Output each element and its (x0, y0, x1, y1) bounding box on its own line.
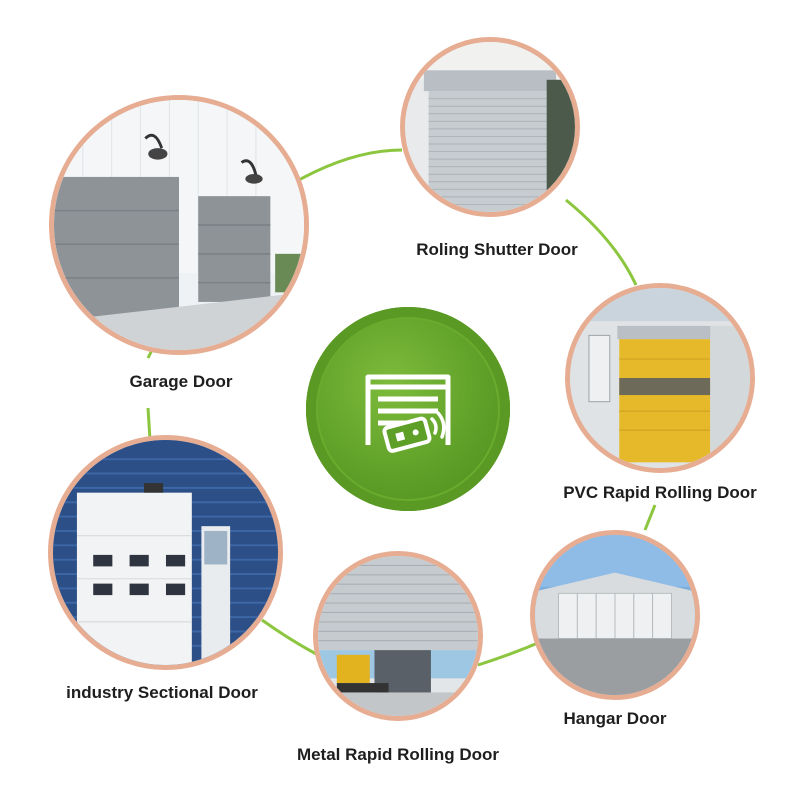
rolling-shutter-door-image (400, 37, 580, 217)
connector-pvc-hangar (643, 504, 657, 531)
connector-sectional-garage (146, 407, 152, 441)
connector-shutter-pvc (565, 198, 638, 286)
metal-rapid-rolling-door-image (313, 551, 483, 721)
center-hub (306, 307, 510, 511)
door-remote-icon (365, 374, 451, 453)
industry-sectional-door-image (48, 435, 283, 670)
label-industry-sectional-door: industry Sectional Door (66, 683, 258, 702)
label-metal-rapid-rolling-door: Metal Rapid Rolling Door (296, 745, 500, 764)
hangar-door-image (530, 530, 700, 700)
label-rolling-shutter-door: Roling Shutter Door (416, 240, 578, 259)
label-garage-door: Garage Door (129, 372, 233, 391)
connector-garage-shutter (289, 148, 403, 187)
garage-door-image (49, 95, 309, 355)
label-hangar-door: Hangar Door (563, 709, 667, 728)
label-pvc-rapid-rolling-door: PVC Rapid Rolling Door (563, 483, 757, 502)
pvc-rapid-rolling-door-image (565, 283, 755, 473)
